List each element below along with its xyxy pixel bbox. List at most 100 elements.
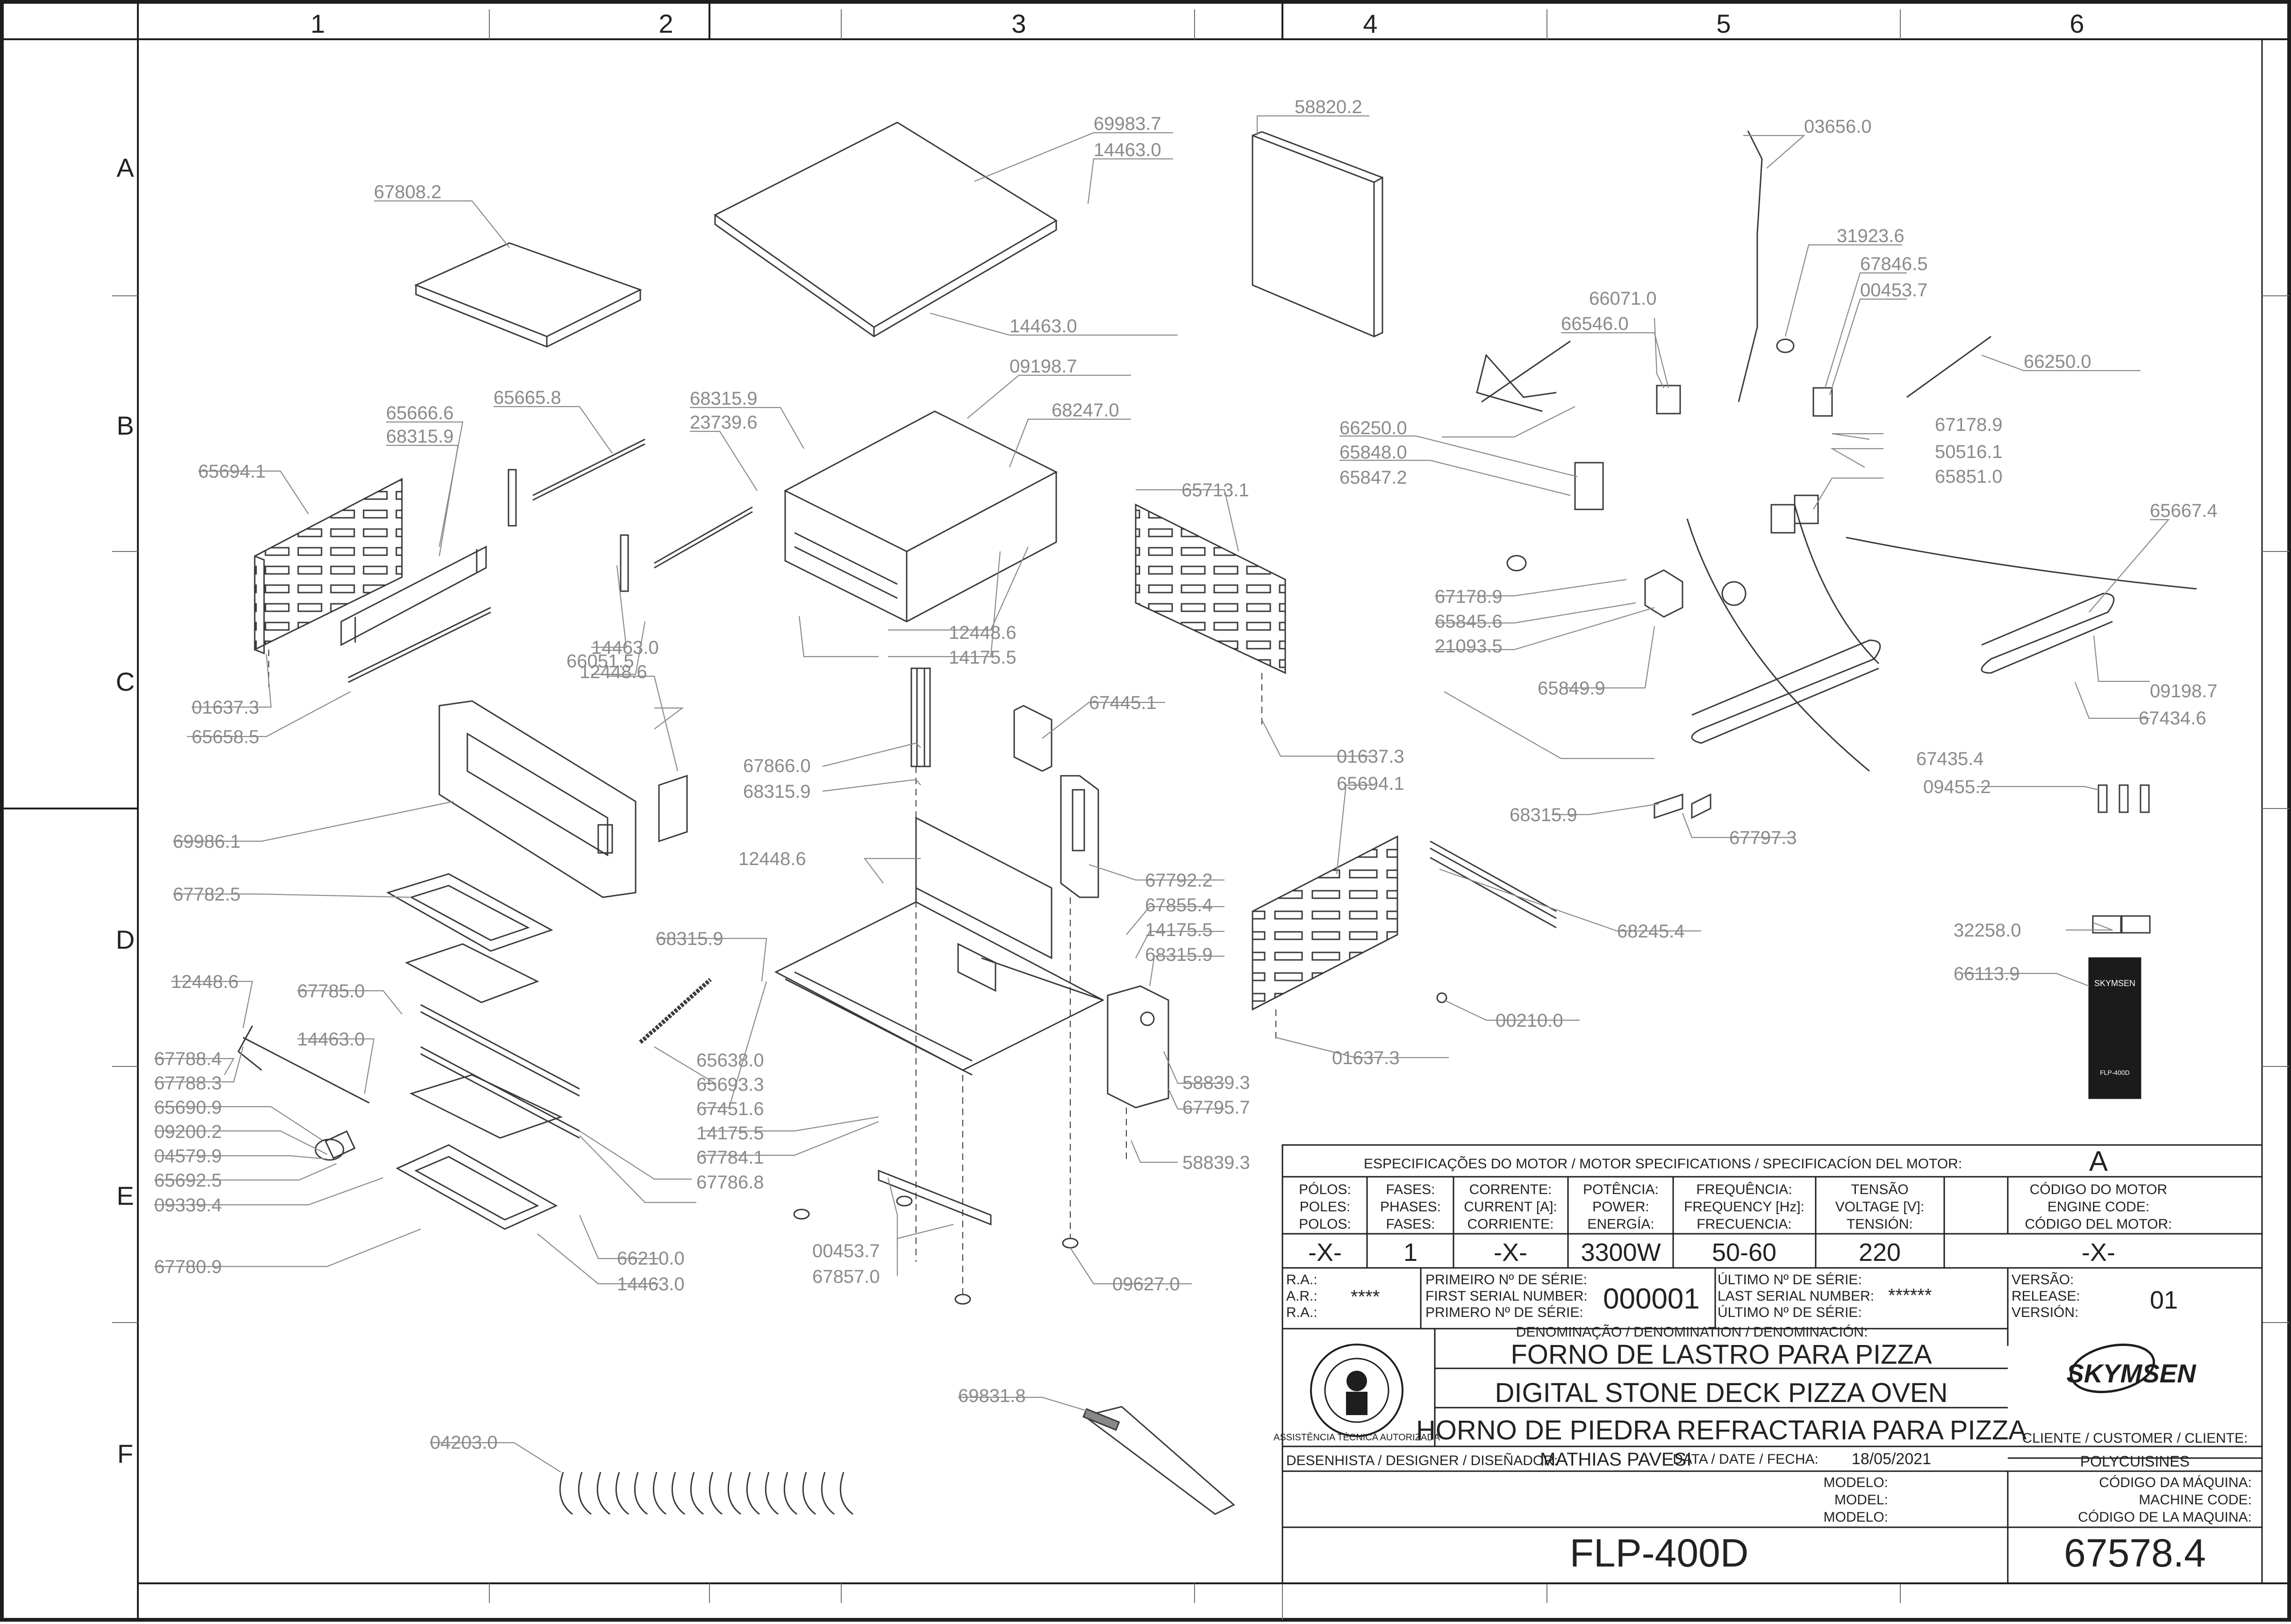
part-label: 23739.6 bbox=[690, 412, 758, 433]
part-label: 01637.3 bbox=[1332, 1048, 1400, 1068]
part-label: 65847.2 bbox=[1339, 467, 1407, 488]
power-label: POTÊNCIA: bbox=[1583, 1182, 1659, 1197]
zone-row-b: B bbox=[116, 411, 134, 440]
product-name-en: DIGITAL STONE DECK PIZZA OVEN bbox=[1495, 1378, 1947, 1408]
last-serial-label: LAST SERIAL NUMBER: bbox=[1718, 1288, 1874, 1304]
brand-logo-text: SKYMSEN bbox=[2067, 1359, 2197, 1388]
part-label: 65851.0 bbox=[1935, 466, 2003, 487]
part-label: 68315.9 bbox=[1510, 805, 1577, 825]
part-label: 31923.6 bbox=[1837, 226, 1904, 246]
control-box-part bbox=[1060, 775, 1099, 898]
zone-row-labels: A B C D E F bbox=[116, 153, 135, 1468]
engine-code-label: CÓDIGO DO MOTOR bbox=[2030, 1182, 2167, 1197]
part-label: 12448.6 bbox=[171, 972, 239, 992]
machine-code-label: CÓDIGO DA MÁQUINA: bbox=[2099, 1475, 2252, 1490]
first-serial-label: PRIMERO Nº DE SÉRIE: bbox=[1425, 1305, 1583, 1320]
frequency-label: FREQUÊNCIA: bbox=[1696, 1182, 1792, 1197]
motor-spec-header: ESPECIFICAÇÕES DO MOTOR / MOTOR SPECIFIC… bbox=[1364, 1156, 1962, 1172]
part-label: 04579.9 bbox=[154, 1146, 222, 1166]
part-label: 67786.8 bbox=[696, 1172, 764, 1193]
last-serial-label: ÚLTIMO Nº DE SÉRIE: bbox=[1718, 1305, 1862, 1320]
side-rail-part bbox=[340, 438, 753, 683]
ra-label: A.R.: bbox=[1286, 1288, 1317, 1304]
authorized-service-seal bbox=[1310, 1344, 1403, 1437]
part-label: 68247.0 bbox=[1052, 400, 1119, 421]
part-label: 67846.5 bbox=[1860, 254, 1928, 274]
power-value: 3300W bbox=[1581, 1238, 1661, 1266]
part-label: 65845.6 bbox=[1435, 611, 1503, 632]
alignment-lines bbox=[268, 650, 1276, 1295]
part-labels: 69983.7 14463.0 58820.2 03656.0 67808.2 … bbox=[154, 97, 2218, 1453]
part-label: 00453.7 bbox=[1860, 280, 1928, 300]
version-label: VERSIÓN: bbox=[2012, 1305, 2078, 1320]
part-label: 12448.6 bbox=[738, 849, 806, 869]
part-label: 14463.0 bbox=[1094, 140, 1161, 160]
part-label: 66071.0 bbox=[1589, 288, 1657, 309]
part-label: 66250.0 bbox=[1339, 418, 1407, 438]
part-label: 66250.0 bbox=[2024, 351, 2091, 372]
part-label: 65849.9 bbox=[1538, 678, 1605, 699]
poles-label: PÓLOS: bbox=[1299, 1182, 1351, 1197]
part-label: 09200.2 bbox=[154, 1122, 222, 1142]
power-label: ENERGÍA: bbox=[1587, 1216, 1654, 1232]
part-label: 67178.9 bbox=[1935, 415, 2003, 435]
part-label: 00453.7 bbox=[812, 1241, 880, 1261]
current-value: -X- bbox=[1494, 1238, 1527, 1266]
engine-code-value: -X- bbox=[2082, 1238, 2115, 1266]
phases-label: FASES: bbox=[1386, 1216, 1435, 1232]
stone-slab-parts bbox=[405, 943, 580, 1139]
seal-text: ASSISTÊNCIA TÉCNICA AUTORIZADA bbox=[1274, 1432, 1440, 1443]
part-label: 00210.0 bbox=[1496, 1010, 1563, 1031]
part-label: 67795.7 bbox=[1182, 1097, 1250, 1118]
part-label: 09339.4 bbox=[154, 1195, 222, 1216]
part-label: 67451.6 bbox=[696, 1099, 764, 1119]
part-label: 65694.1 bbox=[198, 461, 266, 482]
part-label: 67788.3 bbox=[154, 1073, 222, 1094]
part-label: 65658.5 bbox=[192, 727, 259, 747]
part-label: 12448.6 bbox=[580, 662, 647, 682]
base-chassis-part bbox=[774, 816, 1105, 1076]
part-label: 58839.3 bbox=[1182, 1073, 1250, 1093]
part-label: 66210.0 bbox=[617, 1248, 685, 1269]
model-label: MODELO: bbox=[1824, 1475, 1888, 1490]
leader-lines bbox=[154, 115, 2170, 1473]
model-label: MODELO: bbox=[1824, 1510, 1888, 1525]
part-label: 65693.3 bbox=[696, 1074, 764, 1095]
part-label: 65638.0 bbox=[696, 1050, 764, 1071]
part-label: 69983.7 bbox=[1094, 114, 1161, 134]
phases-label: PHASES: bbox=[1380, 1199, 1441, 1215]
rear-insulation-part bbox=[1252, 131, 1383, 338]
support-column-part bbox=[910, 667, 931, 767]
part-label: 68245.4 bbox=[1617, 921, 1685, 942]
part-label: 50516.1 bbox=[1935, 442, 2003, 462]
part-label: 69986.1 bbox=[173, 831, 241, 852]
frequency-label: FRECUENCIA: bbox=[1697, 1216, 1791, 1232]
part-label: 14463.0 bbox=[1009, 316, 1077, 336]
version-label: VERSÃO: bbox=[2012, 1272, 2074, 1288]
part-label: 68315.9 bbox=[690, 388, 758, 409]
side-vent-panel-part bbox=[1252, 835, 1557, 1011]
part-label: 01637.3 bbox=[1337, 746, 1404, 767]
part-label: 65690.9 bbox=[154, 1097, 222, 1118]
poles-label: POLOS: bbox=[1299, 1216, 1351, 1232]
part-label: 67434.6 bbox=[2139, 708, 2206, 729]
zone-row-f: F bbox=[117, 1439, 133, 1468]
control-panel-model: FLP-400D bbox=[2100, 1069, 2130, 1076]
part-label: 68315.9 bbox=[386, 426, 454, 447]
version-label: RELEASE: bbox=[2012, 1288, 2080, 1304]
part-label: 66113.9 bbox=[1954, 964, 2020, 984]
zone-row-c: C bbox=[116, 667, 135, 696]
designer-value: MATHIAS PAVESI bbox=[1540, 1449, 1692, 1470]
hinge-plate-part bbox=[1107, 985, 1169, 1109]
bottom-tray-part bbox=[395, 1144, 558, 1230]
part-label: 67780.9 bbox=[154, 1257, 222, 1277]
part-label: 67435.4 bbox=[1916, 749, 1984, 769]
part-label: 67797.3 bbox=[1729, 828, 1797, 848]
ra-label: R.A.: bbox=[1286, 1305, 1317, 1320]
part-label: 65665.8 bbox=[494, 387, 561, 408]
part-label: 65848.0 bbox=[1339, 442, 1407, 463]
engine-code-label: ENGINE CODE: bbox=[2048, 1199, 2149, 1215]
part-label: 67784.1 bbox=[696, 1147, 764, 1168]
